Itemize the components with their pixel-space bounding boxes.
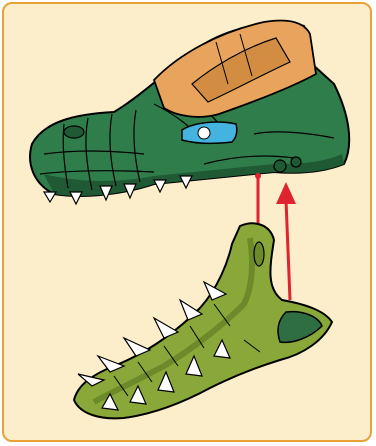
- illustration-frame: [2, 2, 372, 442]
- crocodile-lower-jaw: [74, 223, 332, 418]
- eye-pupil: [198, 127, 210, 139]
- jaw-slot: [254, 242, 264, 266]
- arrow-right-shaft: [286, 200, 290, 300]
- socket-right: [291, 157, 301, 167]
- crocodile-upper-head: [30, 21, 349, 205]
- arrow-left-dot: [255, 173, 261, 179]
- socket-left: [274, 160, 286, 172]
- arrow-right-head: [276, 182, 296, 204]
- crocodile-assembly-diagram: [4, 4, 372, 442]
- nostril: [64, 126, 84, 138]
